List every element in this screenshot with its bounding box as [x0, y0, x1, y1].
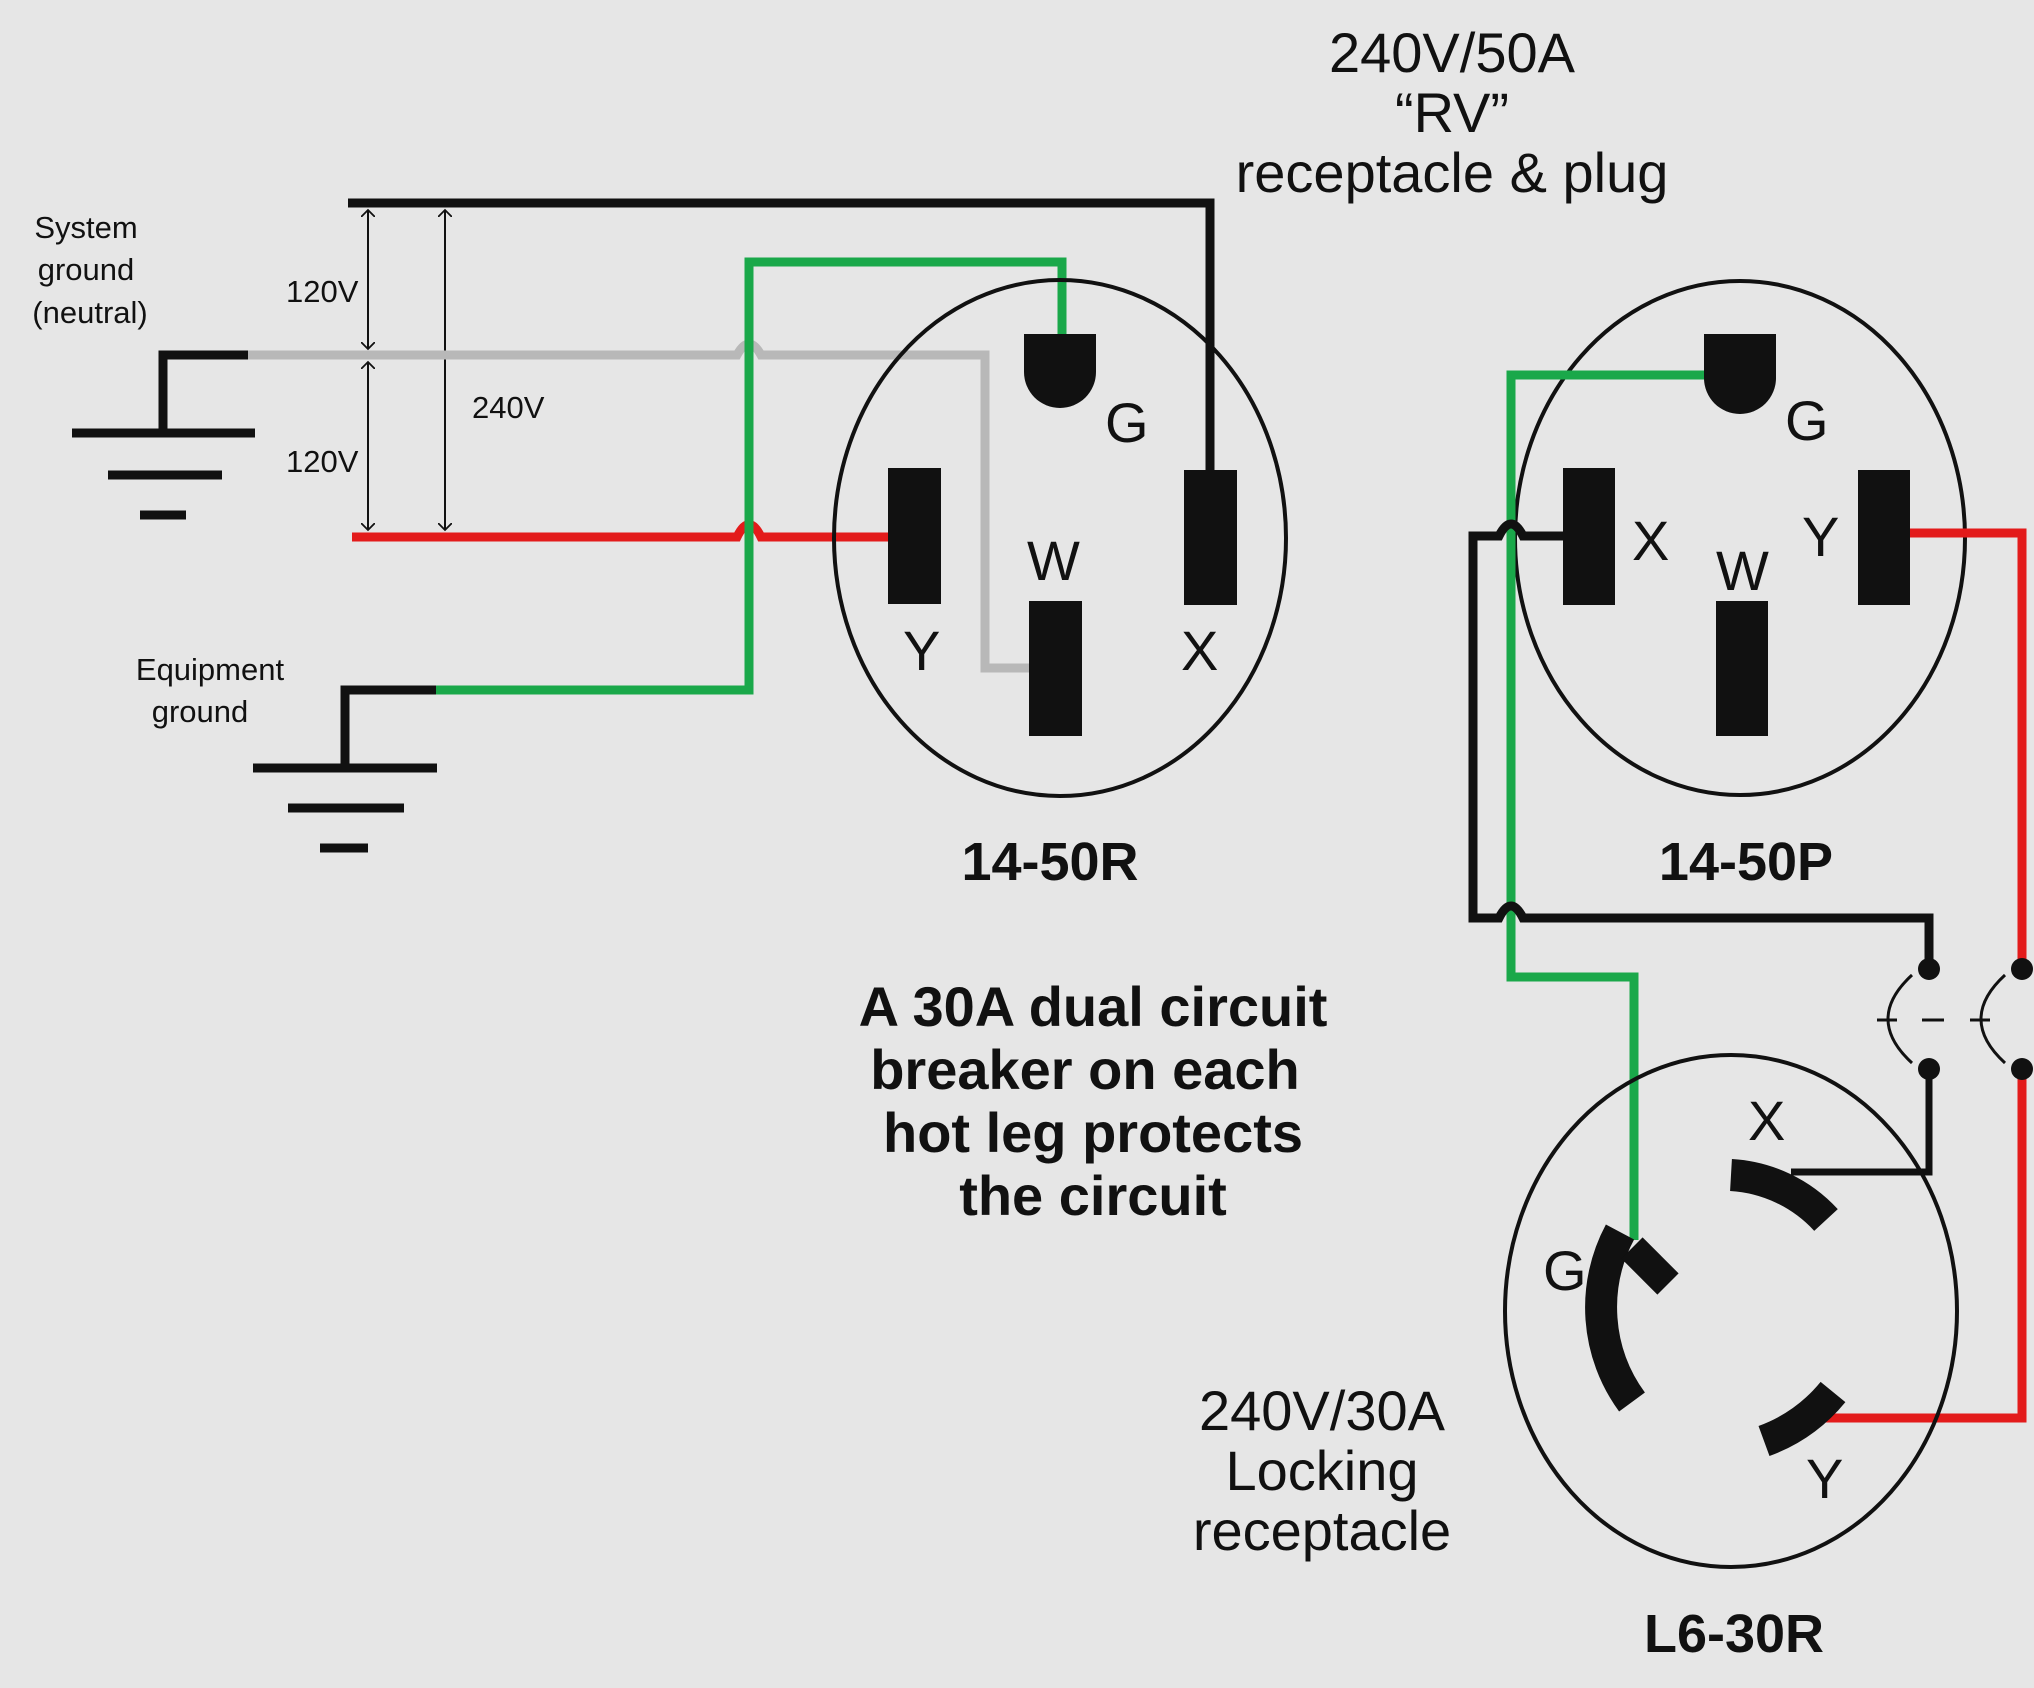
plug-14-50p-w-label: W: [1716, 539, 1769, 602]
l6-g-label: G: [1543, 1239, 1587, 1302]
voltage-label-upper: 120V: [286, 274, 359, 309]
y-slot-icon: [888, 468, 941, 604]
receptacle-14-50r-w-label: W: [1027, 529, 1080, 592]
plug-y-blade-icon: [1858, 470, 1910, 605]
receptacle-14-50r-x-label: X: [1181, 619, 1218, 682]
wire-black-x: [348, 198, 1215, 470]
wire-red-plug-y: [1910, 528, 2027, 969]
wire-black-breaker-to-l6x: [1791, 1071, 1933, 1176]
breaker-note-line-4: the circuit: [959, 1164, 1227, 1227]
plug-14-50p-x-label: X: [1632, 509, 1669, 572]
l6-y-slot-icon: [1758, 1381, 1846, 1457]
breaker-note-line-3: hot leg protects: [883, 1101, 1303, 1164]
receptacle-l6-30r-face: [1503, 1053, 1959, 1569]
wire-green-ground: [436, 257, 1067, 695]
l6-ground-slot-icon: [1585, 1224, 1646, 1412]
system-ground-symbol-icon: [72, 350, 255, 520]
locking-label-line-3: receptacle: [1193, 1499, 1451, 1562]
system-ground-label-1: System: [34, 210, 137, 245]
receptacle-14-50r: G W Y X 14-50R: [832, 278, 1288, 892]
receptacle-14-50r-face: [832, 278, 1288, 798]
plug-x-blade-icon: [1563, 468, 1615, 605]
dual-breaker-icon: [1877, 958, 2033, 1080]
wires-right: [1468, 370, 2027, 1423]
title-line-3: receptacle & plug: [1236, 141, 1669, 204]
plug-14-50p-name: 14-50P: [1659, 832, 1833, 892]
receptacle-l6-30r: G X Y L6-30R: [1503, 1053, 1959, 1664]
l6-ground-slot-hook: [1621, 1237, 1679, 1295]
voltage-label-total: 240V: [472, 390, 545, 425]
equipment-ground-label-2: ground: [152, 694, 249, 729]
breaker-note-line-1: A 30A dual circuit: [859, 975, 1328, 1038]
system-ground-label-2: ground: [38, 252, 135, 287]
title-block: 240V/50A “RV” receptacle & plug: [1236, 21, 1669, 204]
locking-receptacle-label: 240V/30A Locking receptacle: [1193, 1379, 1451, 1562]
l6-x-label: X: [1748, 1089, 1785, 1152]
receptacle-14-50r-y-label: Y: [903, 619, 940, 682]
wire-red-y: [352, 520, 893, 542]
w-slot-icon: [1029, 601, 1082, 736]
title-line-1: 240V/50A: [1329, 21, 1576, 84]
title-line-2: “RV”: [1395, 81, 1509, 144]
voltage-label-lower: 120V: [286, 444, 359, 479]
locking-label-line-2: Locking: [1225, 1439, 1418, 1502]
ground-pin-icon: [1024, 334, 1096, 408]
l6-x-slot-icon: [1729, 1159, 1838, 1232]
wire-red-breaker-to-l6y: [1822, 1071, 2027, 1423]
wire-green-plug-ground: [1506, 370, 1704, 1240]
voltage-indicators: 120V 120V 240V: [286, 210, 545, 530]
plug-14-50p-y-label: Y: [1802, 505, 1839, 568]
breaker-note: A 30A dual circuit breaker on each hot l…: [859, 975, 1328, 1227]
receptacle-14-50r-g-label: G: [1105, 391, 1149, 454]
receptacle-14-50r-name: 14-50R: [961, 832, 1138, 892]
receptacle-l6-30r-name: L6-30R: [1644, 1604, 1824, 1664]
wires-left: [248, 198, 1215, 695]
system-ground-label-3: (neutral): [32, 295, 147, 330]
plug-w-blade-icon: [1716, 601, 1768, 736]
equipment-ground-label-1: Equipment: [136, 652, 285, 687]
equipment-ground: Equipment ground: [136, 652, 437, 853]
l6-y-label: Y: [1806, 1447, 1843, 1510]
x-slot-icon: [1184, 470, 1237, 605]
wire-black-plug-x: [1468, 519, 1934, 969]
plug-ground-pin-icon: [1704, 334, 1776, 414]
locking-label-line-1: 240V/30A: [1199, 1379, 1446, 1442]
breaker-note-line-2: breaker on each: [870, 1038, 1300, 1101]
plug-14-50p: G X W Y 14-50P: [1513, 279, 1967, 892]
system-ground: System ground (neutral): [32, 210, 255, 520]
equipment-ground-symbol-icon: [253, 685, 437, 853]
plug-14-50p-g-label: G: [1785, 389, 1829, 452]
